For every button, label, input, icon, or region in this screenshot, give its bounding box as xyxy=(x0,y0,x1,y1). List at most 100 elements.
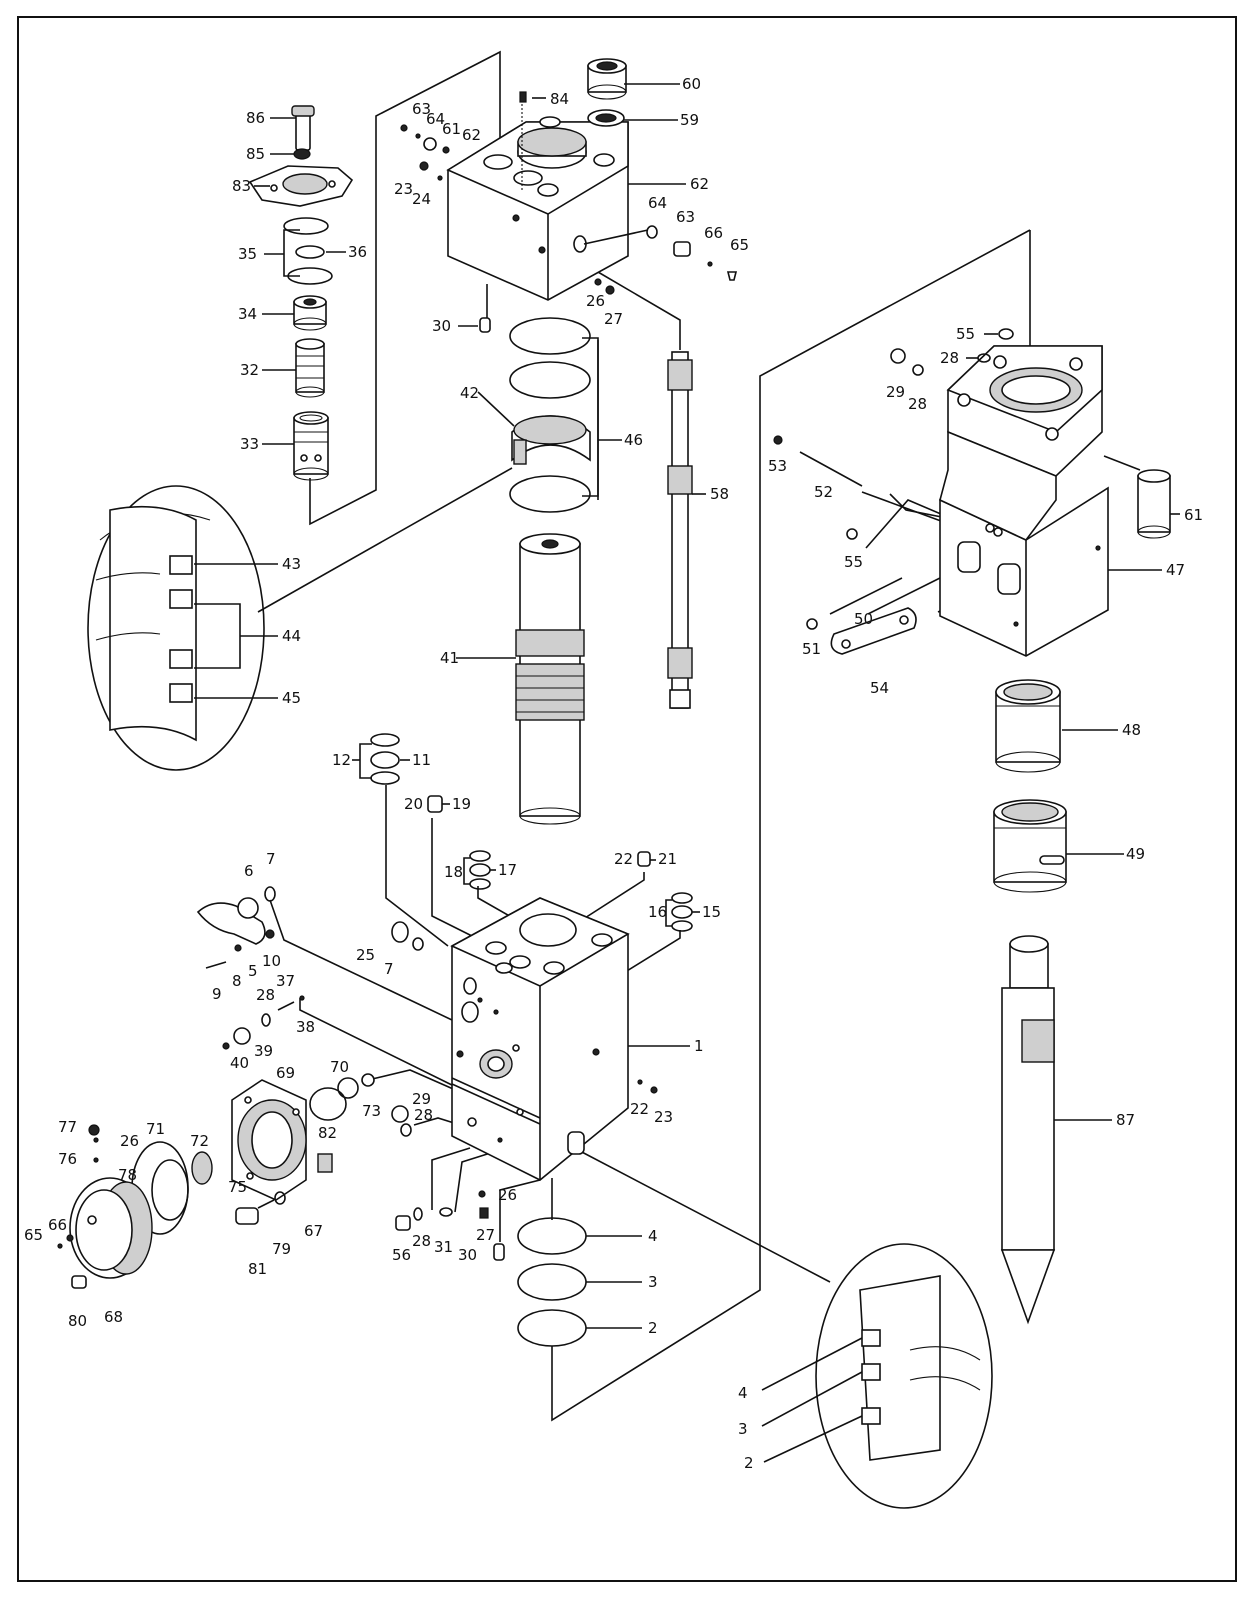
label-69: 69 xyxy=(276,1064,295,1082)
label-77: 77 xyxy=(58,1118,77,1136)
detail-inset-1 xyxy=(87,485,265,771)
main-body-1 xyxy=(450,897,630,1181)
label-40: 40 xyxy=(230,1054,249,1072)
seal-4 xyxy=(517,1217,587,1255)
part-labels: 86 85 83 35 36 34 32 33 63 64 61 62 23 2… xyxy=(24,75,1203,1472)
cover-68 xyxy=(69,1177,153,1279)
label-32: 32 xyxy=(240,361,259,379)
label-66-left: 66 xyxy=(48,1216,67,1234)
seal-2 xyxy=(517,1309,587,1347)
label-31: 31 xyxy=(434,1238,453,1256)
label-21: 21 xyxy=(658,850,677,868)
seal-3 xyxy=(517,1263,587,1301)
label-71: 71 xyxy=(146,1120,165,1138)
label-27-bottom: 27 xyxy=(476,1226,495,1244)
label-28-bottom: 28 xyxy=(412,1232,431,1250)
right-pins xyxy=(773,328,1014,655)
label-36: 36 xyxy=(348,243,367,261)
label-9: 9 xyxy=(212,985,222,1003)
label-82: 82 xyxy=(318,1124,337,1142)
spool-32 xyxy=(295,338,325,398)
front-head-47 xyxy=(939,345,1109,657)
label-64-right: 64 xyxy=(648,194,667,212)
label-61-top: 61 xyxy=(442,120,461,138)
label-56: 56 xyxy=(392,1246,411,1264)
label-70: 70 xyxy=(330,1058,349,1076)
label-28-left: 28 xyxy=(256,986,275,1004)
bushing-49 xyxy=(993,799,1067,893)
label-65-left: 65 xyxy=(24,1226,43,1244)
label-35: 35 xyxy=(238,245,257,263)
label-17: 17 xyxy=(498,861,517,879)
label-67: 67 xyxy=(304,1222,323,1240)
sleeve-34 xyxy=(293,295,327,331)
piston-41 xyxy=(515,533,585,825)
label-63-top: 63 xyxy=(412,100,431,118)
housing-67 xyxy=(231,1079,307,1201)
cylinder-head-62 xyxy=(446,91,629,301)
label-28-right-b: 28 xyxy=(908,395,927,413)
label-28-mid: 28 xyxy=(414,1106,433,1124)
label-87: 87 xyxy=(1116,1111,1135,1129)
label-33: 33 xyxy=(240,435,259,453)
label-12: 12 xyxy=(332,751,351,769)
label-23-top: 23 xyxy=(394,180,413,198)
oring-36 xyxy=(295,245,325,259)
label-30-bottom: 30 xyxy=(458,1246,477,1264)
label-68: 68 xyxy=(104,1308,123,1326)
label-62-top: 62 xyxy=(462,126,481,144)
rod-58 xyxy=(667,351,693,709)
pin-54 xyxy=(830,607,917,655)
valve-stack xyxy=(248,105,354,481)
label-43: 43 xyxy=(282,555,301,573)
sleeve-33 xyxy=(293,411,329,481)
label-60: 60 xyxy=(682,75,701,93)
label-27-top: 27 xyxy=(604,310,623,328)
label-1: 1 xyxy=(694,1037,704,1055)
label-83: 83 xyxy=(232,177,251,195)
label-61-right: 61 xyxy=(1184,506,1203,524)
detail-inset-2 xyxy=(815,1243,993,1509)
label-15: 15 xyxy=(702,903,721,921)
label-52: 52 xyxy=(814,483,833,501)
label-20: 20 xyxy=(404,795,423,813)
label-45: 45 xyxy=(282,689,301,707)
label-29-mid: 29 xyxy=(412,1090,431,1108)
label-7-left: 7 xyxy=(266,850,276,868)
label-54: 54 xyxy=(870,679,889,697)
label-44: 44 xyxy=(282,627,301,645)
label-16: 16 xyxy=(648,903,667,921)
label-7-mid: 7 xyxy=(384,960,394,978)
label-72: 72 xyxy=(190,1132,209,1150)
label-76: 76 xyxy=(58,1150,77,1168)
label-51: 51 xyxy=(802,640,821,658)
label-3: 3 xyxy=(648,1273,658,1291)
label-50: 50 xyxy=(854,610,873,628)
label-58: 58 xyxy=(710,485,729,503)
label-39: 39 xyxy=(254,1042,273,1060)
label-22-right: 22 xyxy=(630,1100,649,1118)
oring-35a xyxy=(283,217,329,235)
label-5: 5 xyxy=(248,962,258,980)
label-11: 11 xyxy=(412,751,431,769)
label-78: 78 xyxy=(118,1166,137,1184)
label-84: 84 xyxy=(550,90,569,108)
label-63-right: 63 xyxy=(676,208,695,226)
label-75: 75 xyxy=(228,1178,247,1196)
label-18: 18 xyxy=(444,863,463,881)
label-24: 24 xyxy=(412,190,431,208)
label-38: 38 xyxy=(296,1018,315,1036)
label-8: 8 xyxy=(232,972,242,990)
nut-60 xyxy=(587,58,627,100)
label-55-mid: 55 xyxy=(844,553,863,571)
label-10: 10 xyxy=(262,952,281,970)
label-28-right-a: 28 xyxy=(940,349,959,367)
label-22-top: 22 xyxy=(614,850,633,868)
label-30-top: 30 xyxy=(432,317,451,335)
label-34: 34 xyxy=(238,305,257,323)
label-81: 81 xyxy=(248,1260,267,1278)
label-47: 47 xyxy=(1166,561,1185,579)
label-46: 46 xyxy=(624,431,643,449)
washer-85 xyxy=(293,148,311,160)
